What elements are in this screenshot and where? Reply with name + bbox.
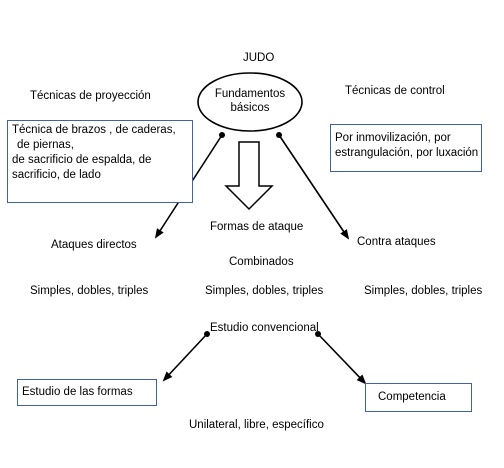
right-box-line: Por inmovilización, por [335,132,451,144]
contra-ataques-label: Contra ataques [357,236,436,248]
competencia-text: Competencia [378,391,446,403]
connector-right-dot [276,132,282,138]
center-ellipse [197,72,303,132]
right-box-line: estrangulación, por luxación [335,147,479,159]
estudio-formas-box: Estudio de las formas [17,379,157,406]
estudio-formas-text: Estudio de las formas [22,386,133,398]
ataques-directos-label: Ataques directos [51,239,137,251]
left-box-line: de piernas, [17,139,74,151]
left-heading: Técnicas de proyección [30,90,151,102]
left-box-line: de sacrificio de espalda, de [12,154,152,166]
connector-lower-left [162,333,208,382]
unilateral-label: Unilateral, libre, específico [189,419,324,431]
competencia-box: Competencia [365,383,472,412]
formas-de-ataque-label: Formas de ataque [210,221,304,233]
connector-lower-left-dot [204,331,210,337]
right-heading: Técnicas de control [345,85,445,97]
connector-lower-right-dot [315,331,321,337]
connector-left-dot [219,132,225,138]
center-node-text: Fundamentos básicos [214,88,286,114]
left-techniques-box: Técnica de brazos , de caderas, de piern… [7,120,193,203]
simples-left-label: Simples, dobles, triples [30,285,149,297]
right-techniques-box: Por inmovilización, por estrangulación, … [330,124,482,172]
connector-lower-right [317,333,367,385]
simples-center-label: Simples, dobles, triples [205,285,324,297]
left-box-line: Técnica de brazos , de caderas, [12,124,176,136]
left-box-line: sacrificio, de lado [12,169,101,181]
connector-right [278,134,350,240]
simples-right-label: Simples, dobles, triples [364,285,483,297]
estudio-convencional-label: Estudio convencional [210,322,319,334]
down-arrow-shape [224,141,274,211]
center-node-label: Fundamentos básicos [205,87,295,115]
diagram-title: JUDO [243,52,275,64]
combinados-label: Combinados [229,256,294,268]
